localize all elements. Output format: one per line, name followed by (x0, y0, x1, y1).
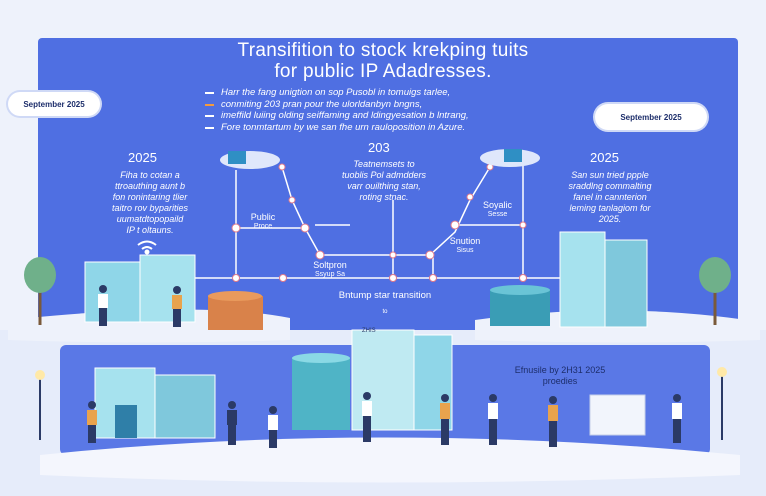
node-subtitle: Proce (253, 223, 273, 230)
text-line: ttroauthing aunt b (114, 181, 186, 191)
building-bottom-center (351, 329, 453, 431)
caption-line: Efnusile by 2H31 2025 (514, 365, 606, 375)
title-line-1: Transifition to stock krekping tuits (237, 40, 529, 61)
node-title: Soyalic (482, 200, 512, 210)
node-title: Soltpron (313, 260, 347, 270)
tree-icon (699, 257, 731, 325)
cloud-server-icon (480, 149, 540, 167)
transition-title: Bntump star transition (338, 290, 432, 301)
text-line: fon ronintaring tlier (112, 192, 188, 202)
node-title: Snution (449, 236, 481, 246)
bullet-item: conmiting 203 pran pour the ulorldanbyn … (205, 99, 565, 111)
building-bottom-left (94, 367, 216, 439)
text-line: Fiha to cotan a (120, 170, 180, 180)
database-orange (208, 291, 263, 330)
platform-bottom (40, 437, 740, 483)
center-year: 203 (368, 140, 390, 155)
text-line: uumatdtopopaild (116, 214, 184, 224)
page-title: Transifition to stock krekping tuits for… (150, 40, 616, 82)
left-description: Fiha to cotan a ttroauthing aunt b fon r… (95, 170, 205, 236)
text-line: sraddlng commalting (568, 181, 652, 191)
building-left (84, 254, 196, 323)
building-right (559, 231, 648, 328)
people (87, 285, 682, 448)
bullet-list: Harr the fang unigtion on sop Pusobl in … (205, 87, 565, 133)
bullet-item: Harr the fang unigtion on sop Pusobl in … (205, 87, 565, 99)
text-line: tuoblis Pol admdders (341, 170, 427, 180)
text-line: San sun tried ppple (571, 170, 649, 180)
caption-line: proedies (542, 376, 578, 386)
node-subtitle: Ssyup Sa (315, 271, 345, 278)
text-line: fanel in cannterion (573, 192, 647, 202)
database-teal (292, 353, 350, 430)
transition-label: Bntump star transition to (290, 290, 480, 315)
lamp-icon (35, 370, 45, 440)
small-label: ZHIS (362, 328, 376, 334)
right-year: 2025 (590, 150, 619, 165)
paper-stack (589, 394, 646, 436)
lamp-icon (717, 367, 727, 440)
date-cloud-left: September 2025 (8, 92, 100, 116)
wifi-icon (137, 240, 157, 255)
text-line: Teatnemsets to (353, 159, 415, 169)
text-line: varr ouilthing stan, (347, 181, 421, 191)
node-subtitle: Sisus (456, 247, 474, 254)
bottom-caption: Efnusile by 2H31 2025 proedies (495, 365, 625, 387)
bullet-item: Fore tonmtartum by we san fhe urn raulop… (205, 122, 565, 134)
text-line: IP t oltauns. (126, 225, 174, 235)
transition-sub: to (382, 309, 388, 315)
text-line: roting stnac. (359, 192, 409, 202)
right-description: San sun tried ppple sraddlng commalting … (545, 170, 675, 225)
node-subtitle: Sesse (487, 211, 508, 218)
database-teal (490, 285, 550, 326)
network-nodes (231, 163, 527, 282)
title-line-2: for public IP Adadresses. (274, 61, 492, 82)
text-line: 2025. (598, 214, 622, 224)
bullet-item: imeffild luiing olding seiffaming and ld… (205, 110, 565, 122)
text-line: taitro rov byparities (111, 203, 189, 213)
cloud-server-icon (220, 151, 280, 169)
date-cloud-right: September 2025 (595, 104, 707, 130)
left-year: 2025 (128, 150, 157, 165)
text-line: leming tanlagiom for (569, 203, 651, 213)
center-description: Teatnemsets to tuoblis Pol admdders varr… (328, 159, 440, 203)
tree-icon (24, 257, 56, 325)
node-title: Public (250, 212, 276, 222)
